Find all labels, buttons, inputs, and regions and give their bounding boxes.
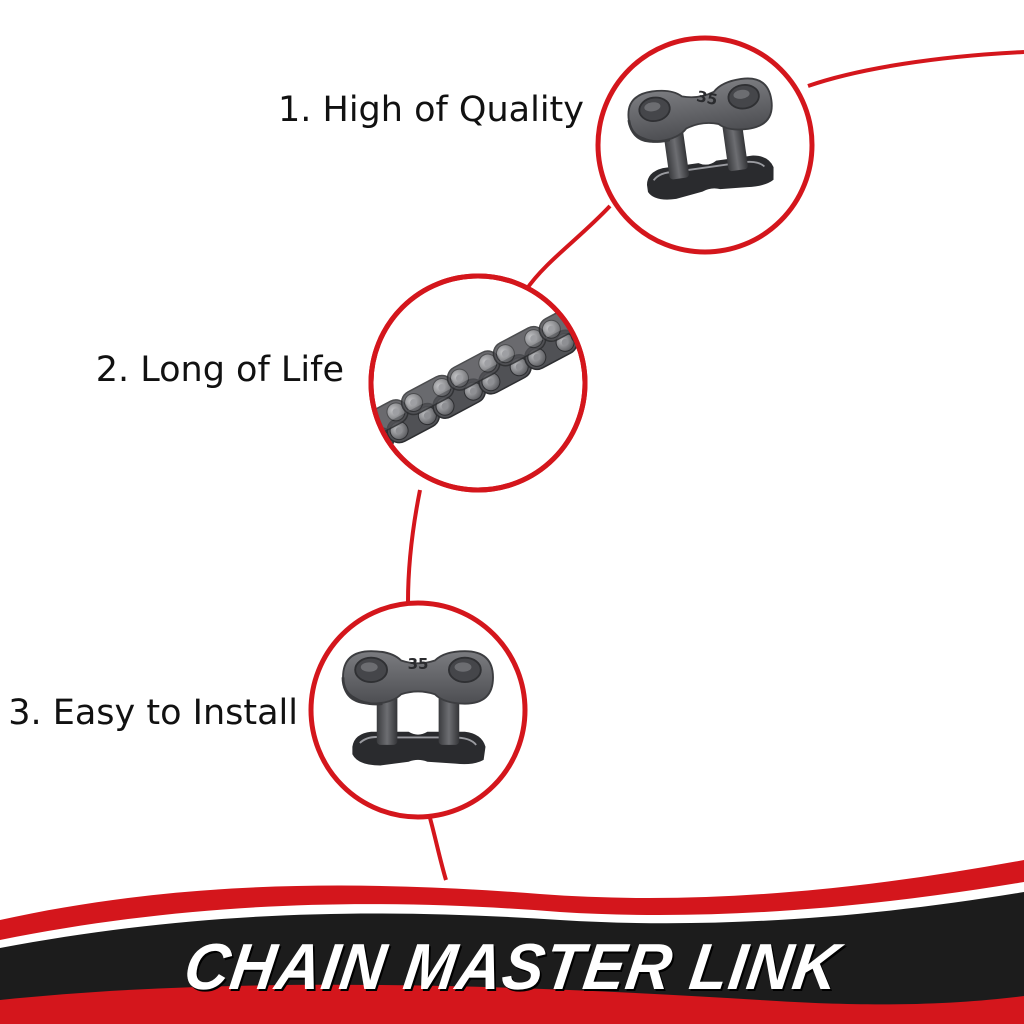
bottom-banner — [0, 860, 1024, 1024]
feature-circle-quality: 35 — [595, 35, 815, 255]
feature-label-quality: 1. High of Quality — [277, 90, 584, 130]
feature-circle-life — [368, 273, 588, 493]
feature-label-life: 2. Long of Life — [95, 350, 344, 390]
connector-line — [406, 50, 1024, 881]
banner-title: CHAIN MASTER LINK — [179, 931, 845, 1004]
link-stamp-text: 35 — [408, 655, 429, 673]
feature-circle-install: 35 — [308, 600, 528, 820]
link-stamp-text: 35 — [695, 87, 719, 109]
feature-label-install: 3. Easy to Install — [8, 693, 298, 733]
